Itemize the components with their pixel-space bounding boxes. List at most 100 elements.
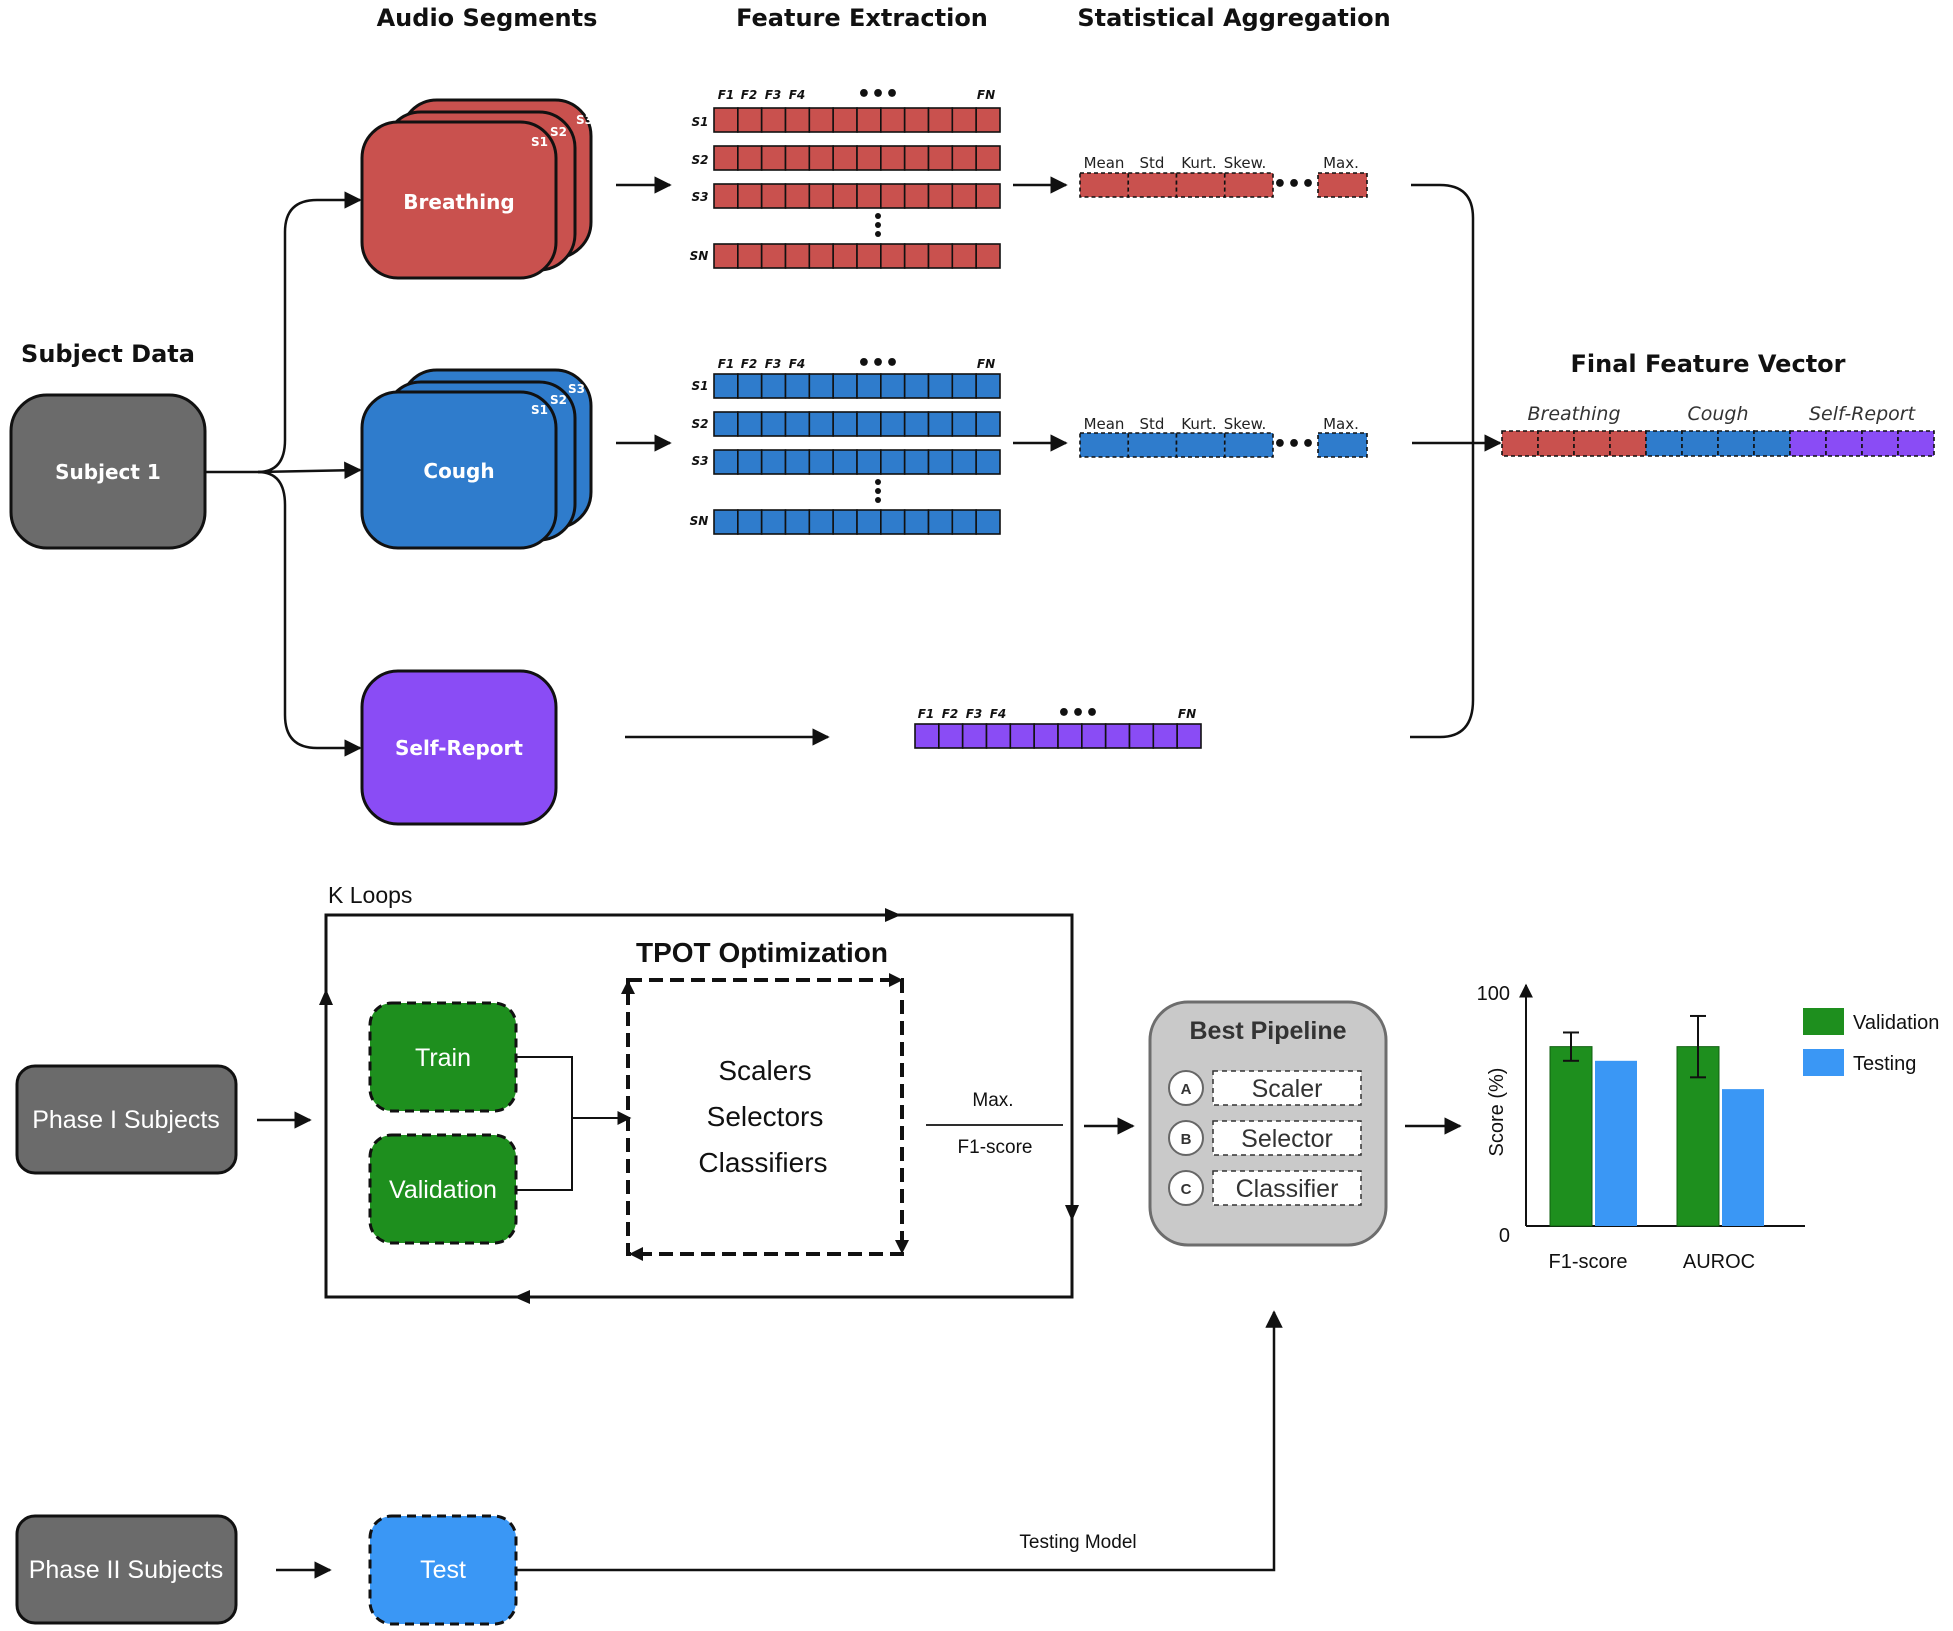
self-report-f4: F4 (990, 707, 1007, 721)
breathing-feature-row-1-cell (832, 107, 858, 133)
pipeline-step-b-letter: B (1181, 1131, 1192, 1148)
cough-label: Cough (423, 459, 494, 483)
breathing-row-s2: S2 (692, 153, 709, 167)
final-breathing-block-cell (1501, 430, 1539, 457)
flow-arrows (257, 1111, 1462, 1579)
breathing-feature-row-4-cell (784, 243, 811, 269)
breathing-feature-row-1-cell (737, 107, 763, 133)
breathing-feature-row-3-cell (737, 183, 763, 209)
self-report-f-ellipsis: ••• (1057, 701, 1099, 726)
chart-category-auroc: AUROC (1683, 1251, 1755, 1273)
cough-feature-row-1-cell (737, 373, 763, 399)
cough-feature-row-4-cell (975, 509, 1001, 535)
breathing-stat-vector-cell (1127, 172, 1178, 198)
test-box (368, 1514, 518, 1626)
final-label-breathing: Breathing (1527, 403, 1620, 425)
cough-vertical-ellipsis (875, 479, 881, 503)
self-report-feature-row-cell (914, 723, 940, 749)
breathing-fn: FN (977, 88, 995, 102)
cough-feature-row-4 (713, 509, 1001, 535)
cough-feature-row-2-cell (760, 411, 787, 437)
breathing-feature-row-4-cell (951, 243, 977, 269)
breathing-feature-row-2-cell (808, 145, 834, 171)
train-label: Train (415, 1044, 471, 1072)
final-label-cough: Cough (1687, 403, 1748, 425)
pipeline-step-a-letter: A (1181, 1081, 1192, 1098)
breathing-stat-labels: Mean Std Kurt. Skew. Max. ••• (1084, 154, 1359, 197)
breathing-row-s1: S1 (692, 115, 709, 129)
legend-testing-label: Testing (1853, 1053, 1916, 1075)
legend-testing-swatch (1803, 1049, 1844, 1076)
breathing-feature-row-2-cell (737, 145, 763, 171)
classifiers-label: Classifiers (698, 1147, 827, 1178)
chart-category-f1: F1-score (1549, 1251, 1628, 1273)
cough-f2: F2 (741, 357, 758, 371)
final-breathing-block-cell (1537, 430, 1575, 457)
breathing-feature-row-4 (713, 243, 1001, 269)
bar-validation-f1-score (1549, 1046, 1593, 1227)
cough-stat-vector-cell (1175, 432, 1226, 458)
cough-feature-row-3-cell (760, 449, 787, 475)
breathing-feature-row-3-cell (808, 183, 834, 209)
cough-seg-s3: S3 (568, 382, 585, 396)
self-report-feature-row-cell (1104, 723, 1131, 749)
error-bar-f1-score (1563, 1031, 1579, 1062)
header-subject-data: Subject Data (21, 340, 195, 368)
max-label: Max. (972, 1090, 1013, 1111)
subject-label: Subject 1 (55, 460, 161, 484)
cough-feature-rows (713, 373, 1001, 535)
bar-testing-f1-score (1595, 1060, 1637, 1226)
final-self-report-block-cell (1897, 430, 1935, 457)
cough-feature-row-3-cell (951, 449, 977, 475)
header-statistical-aggregation: Statistical Aggregation (1077, 4, 1390, 32)
self-report-feature-row (914, 723, 1202, 749)
breathing-f-ellipsis: ••• (857, 82, 899, 107)
cough-feature-row-4-cell (760, 509, 787, 535)
self-report-feature-row-cell (961, 723, 988, 749)
self-report-feature-row-cell (1152, 723, 1178, 749)
pipeline-step-a-box (1212, 1070, 1362, 1106)
breathing-feature-row-1-cell (784, 107, 811, 133)
self-report-feature-row-cell (1176, 723, 1202, 749)
breathing-feature-row-4-cell (856, 243, 882, 269)
breathing-f4: F4 (789, 88, 806, 102)
cough-seg-s2: S2 (550, 393, 567, 407)
cough-stat-max-cell-cell (1317, 432, 1368, 458)
breathing-stat-max-cell (1317, 172, 1368, 198)
cough-stat-std: Std (1140, 415, 1165, 433)
breathing-f1: F1 (718, 88, 735, 102)
final-self-report-block-cell (1789, 430, 1827, 457)
breathing-feature-row-4-cell (737, 243, 763, 269)
self-report-f2: F2 (942, 707, 959, 721)
final-cough-block-cell (1681, 430, 1719, 457)
header-final-feature-vector: Final Feature Vector (1571, 350, 1846, 378)
cough-feature-row-3-cell (903, 449, 930, 475)
header-feature-extraction: Feature Extraction (736, 4, 988, 32)
cough-feature-row-2-cell (856, 411, 882, 437)
cough-feature-row-4-cell (832, 509, 858, 535)
cough-f1: F1 (718, 357, 735, 371)
f1-score-label: F1-score (958, 1137, 1033, 1158)
breathing-vertical-ellipsis (875, 213, 881, 237)
breathing-stat-skew: Skew. (1224, 154, 1267, 172)
breathing-feature-row-1-cell (903, 107, 930, 133)
breathing-stat-vector-cell (1175, 172, 1226, 198)
cough-feature-row-3-cell (880, 449, 906, 475)
cough-stat-vector-cell (1079, 432, 1130, 458)
final-cough-block-cell (1753, 430, 1791, 457)
cough-row-sn: SN (690, 514, 709, 528)
self-report-feature-row-cell (1081, 723, 1107, 749)
breathing-feature-rows (713, 107, 1001, 269)
cough-f3: F3 (765, 357, 782, 371)
cough-feature-row-1-cell (760, 373, 787, 399)
cough-feature-row-1 (713, 373, 1001, 399)
self-report-feature-row-cell (985, 723, 1012, 749)
breathing-stat-std: Std (1140, 154, 1165, 172)
chart-marks (1549, 1014, 1764, 1227)
final-cough-block-cell (1645, 430, 1683, 457)
cough-feature-row-2-cell (927, 411, 954, 437)
k-loops-direction-arrows (319, 908, 1079, 1304)
cough-feature-row-2-cell (951, 411, 977, 437)
cough-feature-row-4-cell (808, 509, 834, 535)
cough-stat-max-cell (1317, 432, 1368, 458)
